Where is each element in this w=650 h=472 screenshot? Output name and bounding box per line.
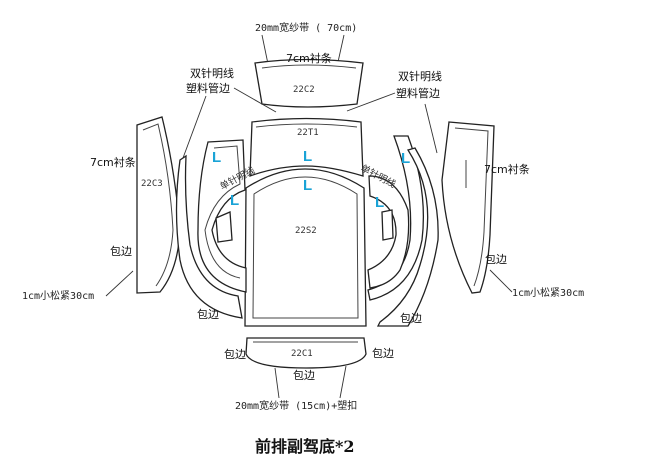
piece-22C1: 22C1 [245,337,367,369]
piece-right-curve [367,135,439,327]
piece-22S2: 22S2 [244,168,367,327]
wrap-bottom-left-label: 包边 [197,308,219,321]
left-strip-label: 7cm衬条 [90,155,136,169]
piece-22C2: 22C2 7cm衬条 [254,51,364,108]
piece-22C3: 22C3 7cm衬条 [90,116,181,294]
bottom-ribbon-label: 20mm宽纱带 (15cm)+塑扣 [235,399,357,412]
top-ribbon-leader-left [261,34,269,65]
elastic-left-leader [105,270,134,297]
piece-code-22S2: 22S2 [295,226,317,236]
double-stitch-left-leader [233,87,277,113]
marker-L-6: L [375,194,384,211]
diagram-title: 前排副驾底*2 [255,437,355,456]
marker-L-3: L [401,150,410,167]
marker-L-1: L [212,149,221,166]
top-ribbon-leader-right [337,34,345,63]
double-stitch-left-2: 塑料管边 [186,81,230,95]
piece-left-curve [175,139,247,319]
marker-L-2: L [303,148,312,165]
bottom-ribbon-leader-right [339,365,347,399]
right-strip-label: 7cm衬条 [484,162,530,176]
marker-L-4: L [303,177,312,194]
piece-code-22C2: 22C2 [293,85,315,95]
wrap-left-label: 包边 [110,245,132,258]
elastic-left-label: 1cm小松紧30cm [22,289,94,302]
top-ribbon-label: 20mm宽纱带 ( 70cm) [255,21,357,34]
piece-22T1: 22T1 [249,117,364,177]
piece-code-22C1: 22C1 [291,349,313,359]
double-stitch-right-2: 塑料管边 [396,86,440,100]
wrap-c1-left-label: 包边 [224,348,246,361]
elastic-right-leader [489,269,513,293]
marker-L-5: L [230,192,239,209]
wrap-c1-bottom-label: 包边 [293,369,315,382]
wrap-bottom-right-label: 包边 [400,312,422,325]
bottom-ribbon-leader-left [274,367,280,399]
piece-code-22C3: 22C3 [141,179,163,189]
c2-strip-label: 7cm衬条 [286,51,332,65]
wrap-c1-right-label: 包边 [372,347,394,360]
wrap-right-label: 包边 [485,253,507,266]
piece-right-bolster: 7cm衬条 [441,121,530,294]
double-stitch-right-leader-2 [424,103,438,154]
piece-code-22T1: 22T1 [297,128,319,138]
double-stitch-right-1: 双针明线 [398,69,442,83]
double-stitch-right-leader [346,92,396,112]
double-stitch-left-1: 双针明线 [190,66,234,80]
elastic-right-label: 1cm小松紧30cm [512,286,584,299]
double-stitch-left-leader-2 [182,95,207,159]
